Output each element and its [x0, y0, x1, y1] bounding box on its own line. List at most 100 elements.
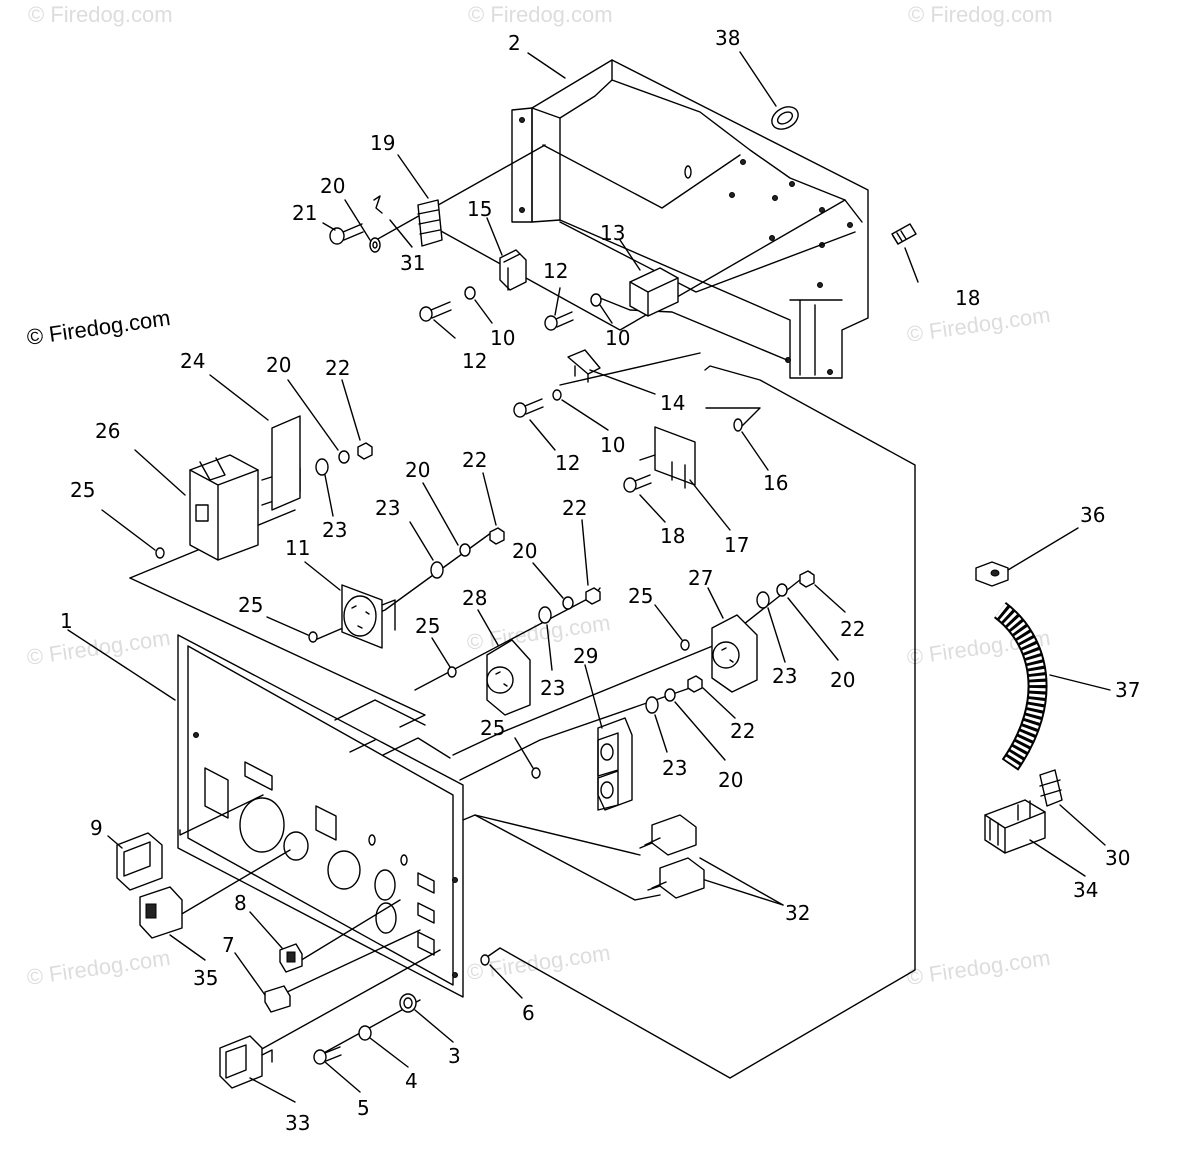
callout-label: 10 [605, 326, 630, 350]
callout-label: 23 [540, 676, 565, 700]
washer-25-c [680, 639, 690, 651]
switch-15 [499, 249, 527, 291]
washer-6 [480, 954, 490, 966]
washers-23-20-22-r27 [756, 570, 815, 609]
washer-25-d [531, 767, 541, 779]
watermark: © Firedog.com [25, 625, 172, 670]
receptacle-11 [341, 584, 396, 649]
callout-label: 22 [325, 356, 350, 380]
washer-25-left [155, 547, 165, 559]
switch-7 [264, 985, 291, 1013]
receptacle-29 [597, 717, 633, 811]
callout-label: 4 [405, 1069, 418, 1093]
callout-label: 2 [508, 31, 521, 55]
callout-label: 24 [180, 349, 205, 373]
bracket-24 [271, 415, 301, 511]
screw-18-bottom [623, 474, 652, 493]
meter-9 [116, 832, 163, 891]
callout-label: 19 [370, 131, 395, 155]
washer-3 [399, 993, 417, 1013]
callout-numbers: 1 2 3 4 5 6 7 8 9 10 10 10 11 12 12 12 1… [60, 26, 1140, 1135]
callout-label: 13 [600, 221, 625, 245]
callout-label: 22 [562, 496, 587, 520]
callout-label: 9 [90, 816, 103, 840]
callout-label: 38 [715, 26, 740, 50]
rectifier-14 [567, 349, 601, 383]
callout-label: 12 [543, 259, 568, 283]
callout-label: 26 [95, 419, 120, 443]
callout-label: 15 [467, 197, 492, 221]
screw-12-c [513, 398, 544, 418]
callout-label: 20 [718, 768, 743, 792]
callout-label: 23 [322, 518, 347, 542]
terminal-block-19 [373, 195, 443, 247]
callout-label: 35 [193, 966, 218, 990]
callout-label: 33 [285, 1111, 310, 1135]
washer-4 [358, 1025, 372, 1041]
washer-25-b [447, 666, 457, 678]
front-panel [177, 634, 464, 998]
receptacle-28 [486, 639, 531, 716]
callout-label: 23 [772, 664, 797, 688]
washers-23-20-22-r29 [645, 675, 703, 714]
callout-label: 27 [688, 566, 713, 590]
callout-label: 3 [448, 1044, 461, 1068]
washers-23-20-22-top [315, 442, 373, 476]
screw-12-a [419, 301, 452, 322]
callout-label: 10 [600, 433, 625, 457]
callout-label: 23 [662, 756, 687, 780]
watermark: © Firedog.com [28, 2, 173, 27]
callout-label: 12 [462, 349, 487, 373]
callout-label: 28 [462, 586, 487, 610]
callout-label: 10 [490, 326, 515, 350]
callout-label: 32 [785, 901, 810, 925]
watermark: © Firedog.com [25, 945, 172, 990]
washer-10-a [464, 286, 476, 300]
callout-label: 37 [1115, 678, 1140, 702]
washer-20-top [369, 237, 381, 253]
callout-label: 22 [840, 617, 865, 641]
callout-label: 8 [234, 891, 247, 915]
callout-label: 25 [238, 593, 263, 617]
callout-label: 30 [1105, 846, 1130, 870]
terminal-30 [1039, 769, 1063, 807]
wire-harness-37 [993, 602, 1048, 771]
callout-label: 5 [357, 1096, 370, 1120]
screw-5 [313, 1046, 342, 1065]
spacer-16 [733, 418, 743, 432]
callout-label: 11 [285, 536, 310, 560]
terminal-block-34 [984, 799, 1046, 854]
callout-label: 14 [660, 391, 685, 415]
callout-label: 6 [522, 1001, 535, 1025]
callout-label: 29 [573, 644, 598, 668]
washer-25-a [308, 631, 318, 643]
callout-label: 21 [292, 201, 317, 225]
watermark: © Firedog.com [468, 2, 613, 27]
callout-label: 31 [400, 251, 425, 275]
screw-21 [329, 223, 364, 245]
callout-label: 25 [480, 716, 505, 740]
watermark: © Firedog.com [905, 945, 1052, 990]
outlet-35 [139, 886, 183, 939]
callout-label: 18 [955, 286, 980, 310]
callout-label: 7 [222, 933, 235, 957]
copyright-label: © Firedog.com [25, 305, 172, 350]
bolt-18-top [891, 223, 917, 245]
receptacle-27 [711, 614, 758, 693]
module-13 [629, 267, 679, 317]
callout-label: 12 [555, 451, 580, 475]
knob-36 [975, 561, 1009, 587]
callout-label: 18 [660, 524, 685, 548]
screw-12-b [544, 311, 574, 331]
callout-label: 23 [375, 496, 400, 520]
callout-label: 25 [628, 584, 653, 608]
callout-label: 20 [320, 174, 345, 198]
callout-label: 1 [60, 609, 73, 633]
bracket-17 [639, 426, 696, 489]
callout-label: 25 [70, 478, 95, 502]
callout-label: 20 [266, 353, 291, 377]
washer-10-c [552, 389, 562, 401]
control-box-housing [511, 59, 869, 379]
breakers-32 [639, 814, 705, 899]
